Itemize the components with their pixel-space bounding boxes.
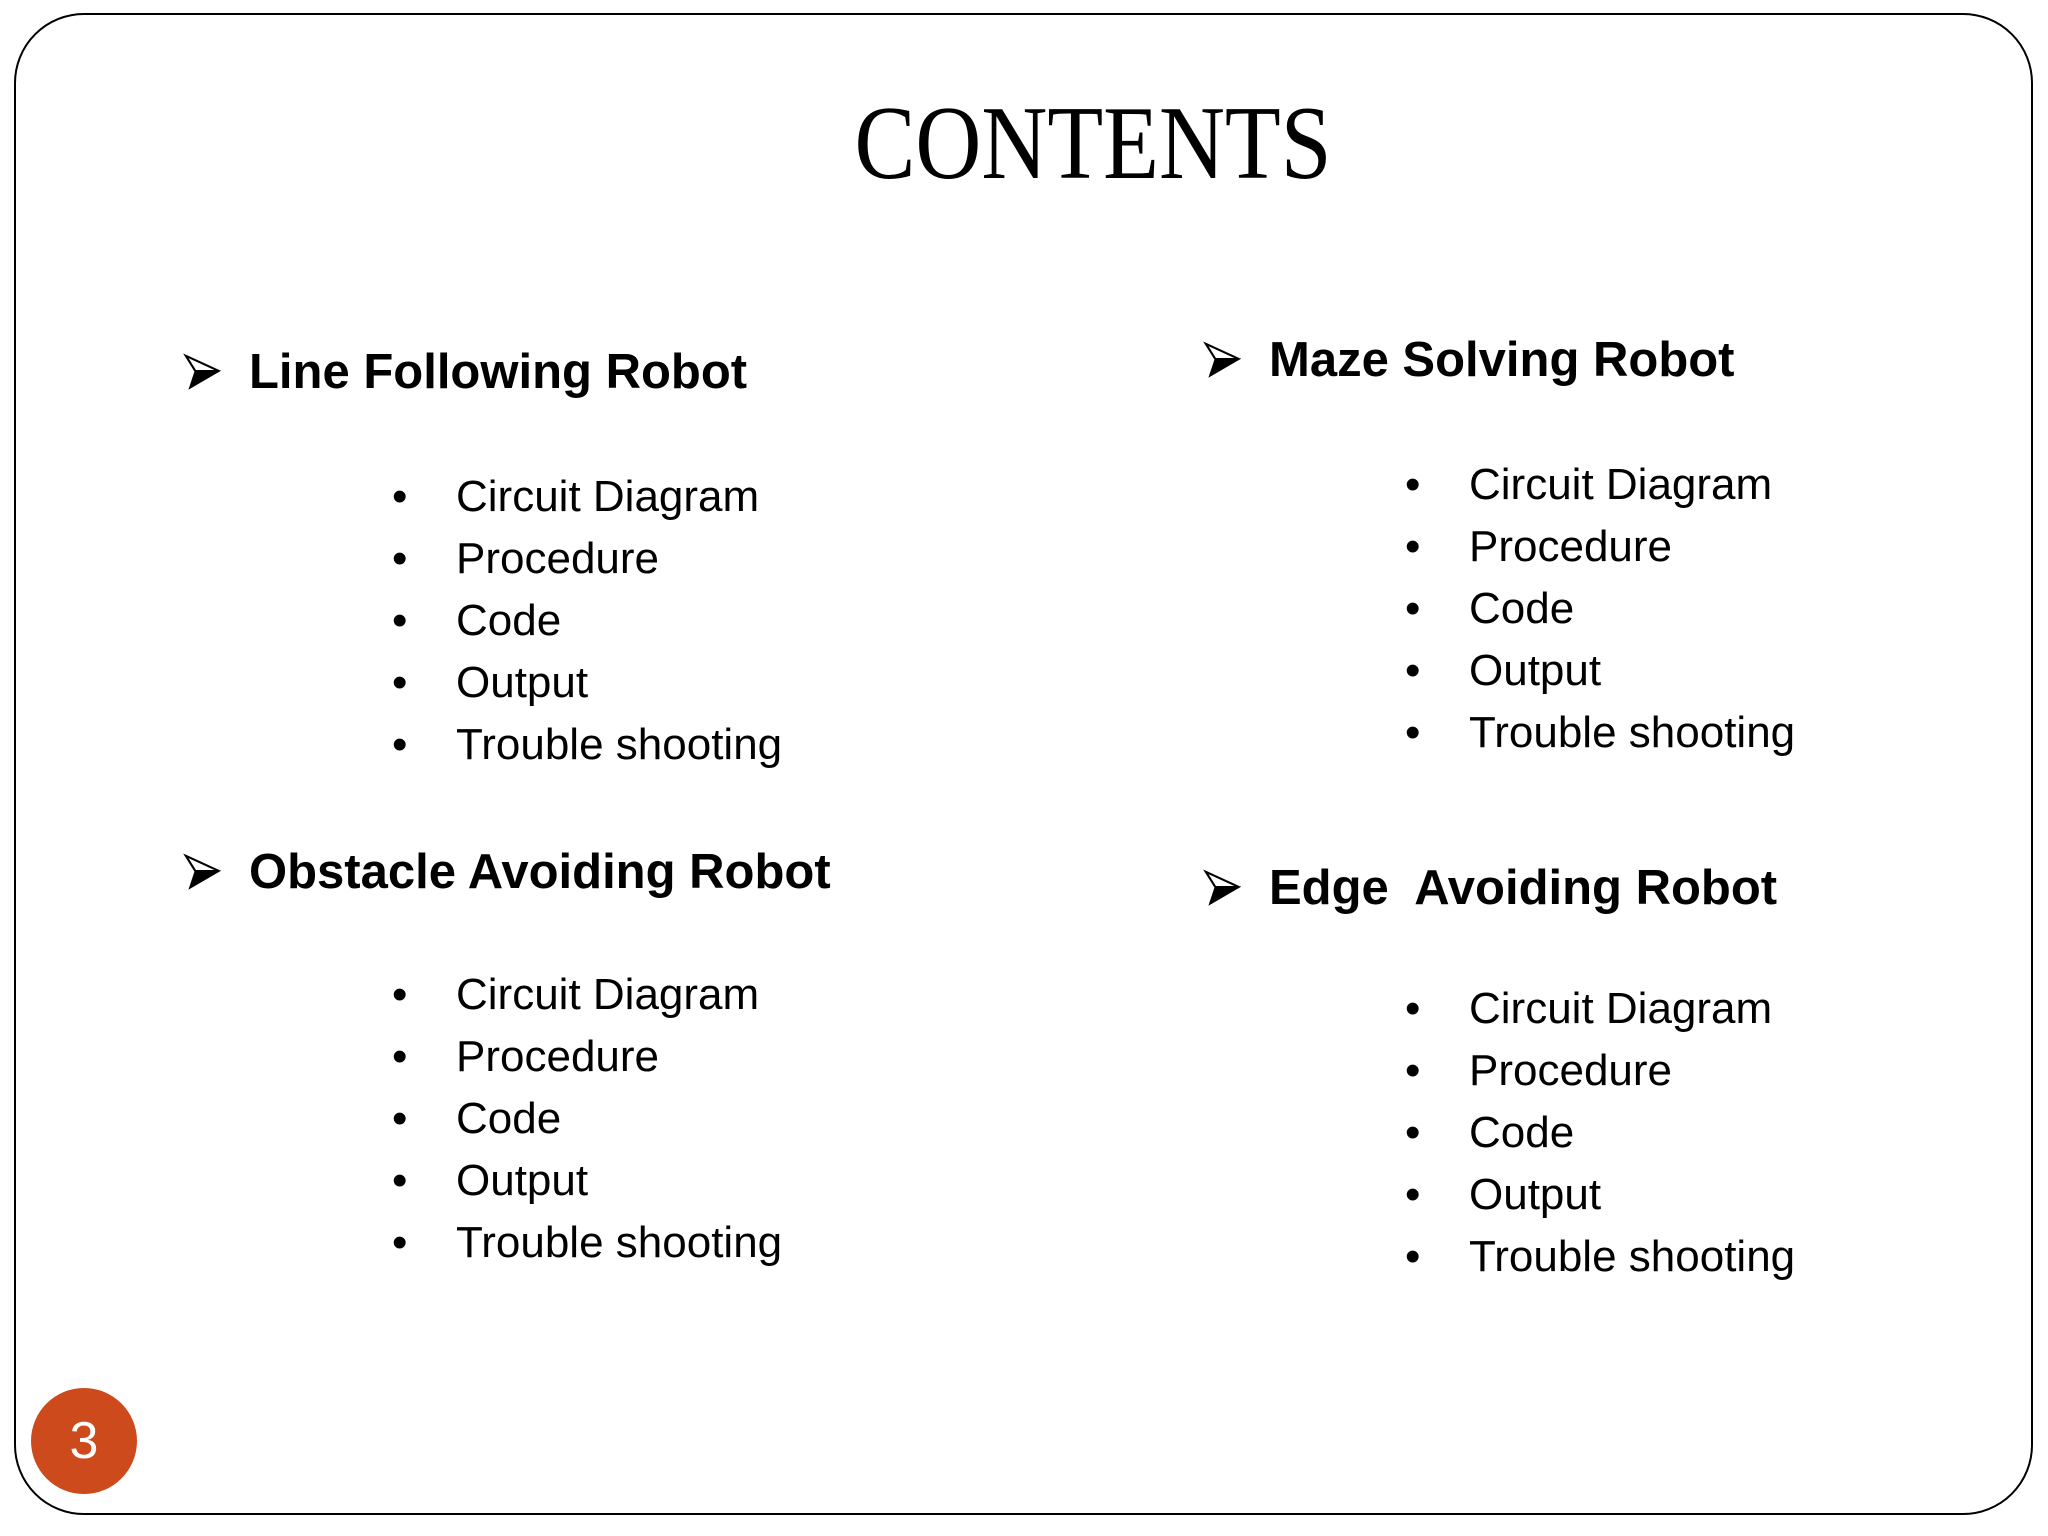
- dot-bullet-icon: •: [1405, 460, 1421, 509]
- list-item: • Circuit Diagram: [1405, 978, 1795, 1040]
- section-title: Edge Avoiding Robot: [1269, 861, 1778, 915]
- section-title: Line Following Robot: [249, 345, 748, 399]
- section-heading-edge-avoiding: Edge Avoiding Robot: [1203, 860, 1777, 916]
- list-item: • Procedure: [1405, 516, 1795, 578]
- list-item: • Trouble shooting: [1405, 1226, 1795, 1288]
- dot-bullet-icon: •: [392, 1218, 408, 1267]
- list-item-label: Procedure: [456, 534, 660, 583]
- list-item-label: Code: [1469, 1108, 1575, 1157]
- dot-bullet-icon: •: [392, 658, 408, 707]
- dot-bullet-icon: •: [392, 596, 408, 645]
- dot-bullet-icon: •: [392, 472, 408, 521]
- section-items-line-following: • Circuit Diagram • Procedure • Code • Outpu…: [392, 466, 782, 776]
- arrow-bullet-icon: [183, 853, 221, 890]
- list-item: • Code: [1405, 578, 1795, 640]
- list-item: • Circuit Diagram: [392, 466, 782, 528]
- list-item: • Output: [392, 652, 782, 714]
- list-item-label: Output: [456, 658, 589, 707]
- list-item: • Procedure: [392, 528, 782, 590]
- list-item-label: Output: [1469, 1170, 1602, 1219]
- slide-border: [14, 13, 2033, 1515]
- list-item: • Procedure: [1405, 1040, 1795, 1102]
- arrow-bullet-icon: [1203, 341, 1241, 378]
- section-items-edge-avoiding: • Circuit Diagram • Procedure • Code • Outpu…: [1405, 978, 1795, 1288]
- list-item-label: Trouble shooting: [1469, 1232, 1796, 1281]
- dot-bullet-icon: •: [1405, 1232, 1421, 1281]
- list-item-label: Procedure: [1469, 522, 1673, 571]
- list-item: • Trouble shooting: [392, 714, 782, 776]
- list-item: • Output: [392, 1150, 782, 1212]
- list-item-label: Procedure: [456, 1032, 660, 1081]
- list-item: • Code: [392, 590, 782, 652]
- list-item: • Circuit Diagram: [1405, 454, 1795, 516]
- list-item: • Procedure: [392, 1026, 782, 1088]
- dot-bullet-icon: •: [1405, 522, 1421, 571]
- dot-bullet-icon: •: [1405, 584, 1421, 633]
- dot-bullet-icon: •: [1405, 1170, 1421, 1219]
- list-item-label: Code: [456, 1094, 562, 1143]
- dot-bullet-icon: •: [1405, 1108, 1421, 1157]
- list-item: • Trouble shooting: [1405, 702, 1795, 764]
- list-item: • Output: [1405, 640, 1795, 702]
- section-items-maze-solving: • Circuit Diagram • Procedure • Code • Outpu…: [1405, 454, 1795, 764]
- dot-bullet-icon: •: [392, 534, 408, 583]
- list-item-label: Trouble shooting: [456, 1218, 783, 1267]
- list-item: • Trouble shooting: [392, 1212, 782, 1274]
- arrow-bullet-icon: [183, 353, 221, 390]
- list-item-label: Circuit Diagram: [1469, 460, 1773, 509]
- section-title: Maze Solving Robot: [1269, 333, 1735, 387]
- list-item-label: Output: [1469, 646, 1602, 695]
- list-item-label: Circuit Diagram: [456, 472, 760, 521]
- list-item-label: Procedure: [1469, 1046, 1673, 1095]
- section-heading-obstacle-avoiding: Obstacle Avoiding Robot: [183, 844, 831, 900]
- section-heading-line-following: Line Following Robot: [183, 344, 747, 400]
- list-item: • Code: [392, 1088, 782, 1150]
- list-item-label: Code: [456, 596, 562, 645]
- list-item: • Circuit Diagram: [392, 964, 782, 1026]
- page-title: CONTENTS: [854, 84, 1332, 201]
- section-title: Obstacle Avoiding Robot: [249, 845, 831, 899]
- section-items-obstacle-avoiding: • Circuit Diagram • Procedure • Code • Outpu…: [392, 964, 782, 1274]
- dot-bullet-icon: •: [392, 1032, 408, 1081]
- list-item-label: Circuit Diagram: [456, 970, 760, 1019]
- arrow-bullet-icon: [1203, 869, 1241, 906]
- list-item-label: Trouble shooting: [456, 720, 783, 769]
- list-item-label: Output: [456, 1156, 589, 1205]
- dot-bullet-icon: •: [392, 970, 408, 1019]
- dot-bullet-icon: •: [392, 1156, 408, 1205]
- section-heading-maze-solving: Maze Solving Robot: [1203, 332, 1735, 388]
- list-item: • Output: [1405, 1164, 1795, 1226]
- dot-bullet-icon: •: [392, 720, 408, 769]
- list-item-label: Circuit Diagram: [1469, 984, 1773, 1033]
- list-item: • Code: [1405, 1102, 1795, 1164]
- dot-bullet-icon: •: [1405, 1046, 1421, 1095]
- dot-bullet-icon: •: [392, 1094, 408, 1143]
- dot-bullet-icon: •: [1405, 984, 1421, 1033]
- page-number-badge: 3: [31, 1388, 137, 1494]
- list-item-label: Code: [1469, 584, 1575, 633]
- list-item-label: Trouble shooting: [1469, 708, 1796, 757]
- dot-bullet-icon: •: [1405, 646, 1421, 695]
- dot-bullet-icon: •: [1405, 708, 1421, 757]
